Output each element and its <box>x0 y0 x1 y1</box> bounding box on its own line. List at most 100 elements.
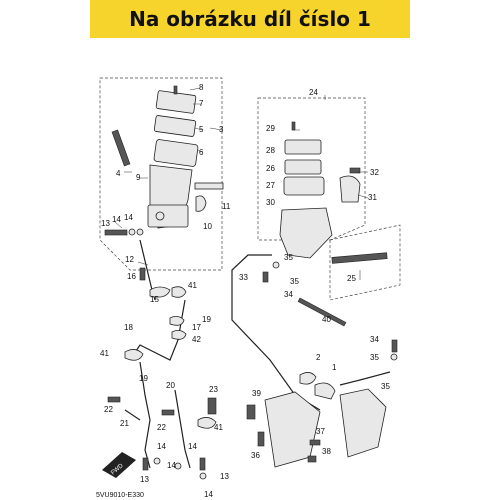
rear-master-cylinder-group <box>257 97 366 241</box>
bolt-22a <box>107 396 121 403</box>
clamp-17 <box>169 316 185 326</box>
callout-35c: 35 <box>370 353 379 362</box>
callout-1: 1 <box>332 363 337 372</box>
brake-hose-35 <box>339 371 391 386</box>
rear-reservoir-cap <box>284 139 322 155</box>
bolt-16 <box>139 267 146 281</box>
part-1 <box>314 382 336 400</box>
gasket-14c <box>153 457 161 465</box>
front-cylinder-base <box>147 204 189 228</box>
callout-13b: 13 <box>140 475 149 484</box>
caliper-ghost <box>264 391 321 468</box>
callout-37: 37 <box>316 427 325 436</box>
callout-30: 30 <box>266 198 275 207</box>
callout-12: 12 <box>125 255 134 264</box>
callout-29: 29 <box>266 124 275 133</box>
callout-35b: 35 <box>290 277 299 286</box>
clamp-41a <box>171 286 187 298</box>
gasket-14a <box>128 228 136 236</box>
callout-14e: 14 <box>188 442 197 451</box>
callout-14f: 14 <box>204 490 213 499</box>
switch-31 <box>339 175 361 203</box>
brake-hose-20 <box>174 389 191 469</box>
clamp-41b <box>124 349 144 361</box>
rod-40 <box>297 297 347 327</box>
bolt-36 <box>257 431 265 447</box>
callout-42: 42 <box>192 335 201 344</box>
gasket-14e <box>199 472 207 480</box>
clamp-41c <box>197 417 217 429</box>
banjo-bolt-13 <box>104 229 128 236</box>
bolt-11 <box>194 182 224 190</box>
callout-41: 41 <box>188 281 197 290</box>
rear-diaphragm <box>283 176 325 196</box>
callout-4: 4 <box>116 169 121 178</box>
clamp-42 <box>171 330 187 340</box>
callout-13c: 13 <box>220 472 229 481</box>
switch-rod-25 <box>331 252 388 264</box>
screw-29 <box>291 121 296 131</box>
callout-21: 21 <box>120 419 129 428</box>
callout-3: 3 <box>219 125 224 134</box>
rear-plate <box>284 159 322 175</box>
bolt-38 <box>307 455 317 463</box>
callout-14b: 14 <box>124 213 133 222</box>
callout-28: 28 <box>266 146 275 155</box>
callout-34b: 34 <box>370 335 379 344</box>
callout-8: 8 <box>199 83 204 92</box>
callout-38: 38 <box>322 447 331 456</box>
joint-15 <box>149 286 171 298</box>
bolt-39 <box>246 404 256 420</box>
screw-8 <box>173 85 178 95</box>
callout-35: 35 <box>284 253 293 262</box>
brake-hose-21 <box>124 409 141 421</box>
callout-9: 9 <box>136 173 141 182</box>
callout-35d: 35 <box>381 382 390 391</box>
clamp-10 <box>195 195 207 212</box>
gasket-14d <box>174 462 182 470</box>
banner-title: Na obrázku díl číslo 1 <box>129 7 371 31</box>
callout-6: 6 <box>199 148 204 157</box>
gasket-35b <box>390 353 398 361</box>
diagram-code: 5VU9010-E330 <box>96 492 144 499</box>
callout-24: 24 <box>309 88 318 97</box>
callout-19: 19 <box>202 315 211 324</box>
callout-23: 23 <box>209 385 218 394</box>
callout-25: 25 <box>347 274 356 283</box>
callout-34: 34 <box>284 290 293 299</box>
callout-27: 27 <box>266 181 275 190</box>
callout-20: 20 <box>166 381 175 390</box>
front-diaphragm <box>153 139 199 167</box>
callout-14d: 14 <box>167 461 176 470</box>
callout-26: 26 <box>266 164 275 173</box>
front-banjo-port <box>155 211 165 221</box>
banjo-bolt-13b <box>142 457 149 471</box>
callout-5: 5 <box>199 125 204 134</box>
fwd-arrow-icon: FWD <box>102 452 136 478</box>
bolt-34b <box>391 339 398 353</box>
callout-19b: 19 <box>139 374 148 383</box>
leader-lines <box>114 87 369 280</box>
rear-master-cylinder-body <box>279 207 333 259</box>
gasket-14b <box>136 228 144 236</box>
callout-13: 13 <box>101 219 110 228</box>
bolt-37 <box>309 439 321 446</box>
brake-hose-19 <box>139 361 151 469</box>
front-master-cylinder-group <box>99 77 223 271</box>
callout-41b: 41 <box>100 349 109 358</box>
callout-11: 11 <box>222 202 231 211</box>
front-piston-kit <box>111 129 131 167</box>
callout-18: 18 <box>124 323 133 332</box>
callout-14: 14 <box>112 215 121 224</box>
callout-22b: 22 <box>157 423 166 432</box>
callout-40: 40 <box>322 315 331 324</box>
bleed-23 <box>207 397 217 415</box>
gasket-35a <box>272 261 280 269</box>
callout-10: 10 <box>203 222 212 231</box>
callout-7: 7 <box>199 99 204 108</box>
exploded-parts-diagram: FWD 8 7 5 3 6 4 9 11 10 13 14 14 12 16 1… <box>96 77 401 499</box>
title-banner: Na obrázku díl číslo 1 <box>90 0 410 38</box>
callout-15: 15 <box>150 295 159 304</box>
clip-2 <box>299 372 317 385</box>
screw-32 <box>349 167 361 174</box>
